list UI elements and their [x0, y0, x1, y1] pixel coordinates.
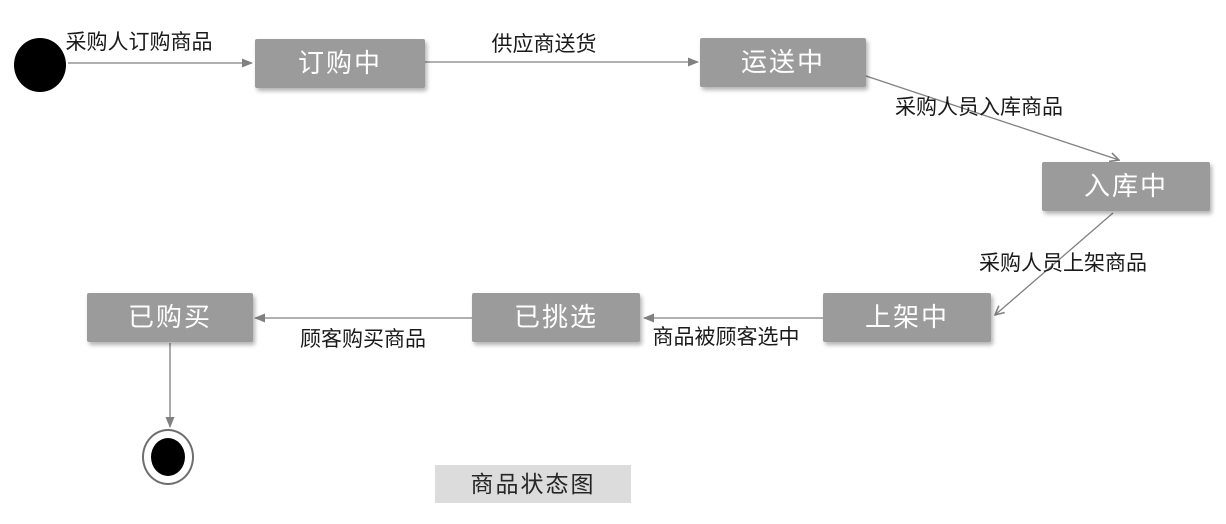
transition-label-warehousing-shelving: 采购人员上架商品: [979, 252, 1147, 275]
final-state-inner-dot: [151, 438, 185, 476]
initial-state-node: [14, 38, 66, 92]
final-state-node: [142, 429, 194, 485]
arrow-warehousing-to-shelving: [995, 212, 1114, 315]
state-shelving: 上架中: [823, 293, 991, 342]
state-ordering: 订购中: [255, 39, 425, 88]
transition-label-shipping-warehousing: 采购人员入库商品: [895, 96, 1063, 119]
state-shipping: 运送中: [700, 38, 866, 87]
state-purchased: 已购买: [87, 293, 253, 342]
transition-label-picked-purchased: 顾客购买商品: [300, 328, 426, 351]
diagram-title: 商品状态图: [435, 465, 631, 503]
state-warehousing: 入库中: [1042, 162, 1210, 211]
arrow-shipping-to-warehousing: [865, 75, 1119, 160]
state-picked: 已挑选: [472, 293, 640, 342]
transition-label-ordering-shipping: 供应商送货: [491, 33, 597, 56]
transition-label-shelving-picked: 商品被顾客选中: [652, 326, 800, 349]
transition-label-start-ordering: 采购人订购商品: [65, 31, 213, 54]
